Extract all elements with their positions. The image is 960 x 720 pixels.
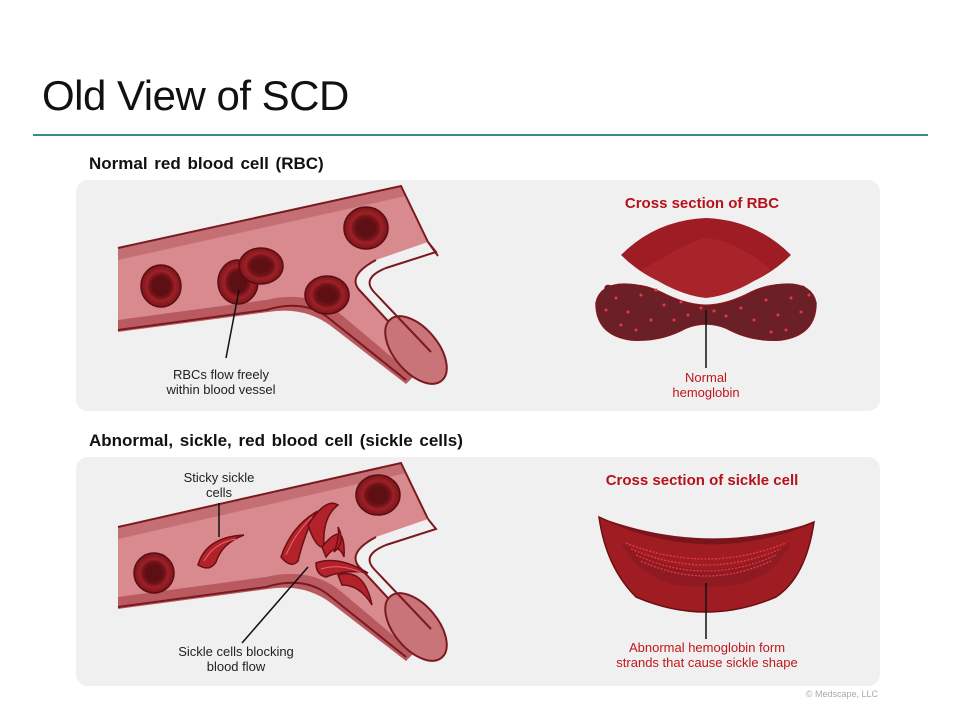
sickle-cell (337, 572, 373, 606)
sickle-highlight (203, 516, 363, 574)
vessel-label: RBCs flow freely within blood vessel (146, 367, 296, 397)
normal-panel: RBCs flow freely within blood vessel Cro… (76, 180, 880, 411)
blocking-label: Sickle cells blocking blood flow (154, 644, 318, 674)
sickle-cross-section-title: Cross section of sickle cell (605, 472, 799, 489)
abnormal-hemoglobin-line2: strands that cause sickle shape (616, 655, 798, 670)
blocking-label-leader (241, 566, 309, 644)
normal-hemoglobin-line1: Normal (685, 370, 727, 385)
rbc-center (152, 276, 170, 296)
rbc-cross-section (595, 218, 817, 341)
normal-rbc-group (140, 206, 389, 315)
normal-hemoglobin-label: Normal hemoglobin (636, 370, 776, 400)
sickle-blood-vessel (117, 461, 448, 662)
normal-hemoglobin-dots (604, 288, 811, 334)
normal-illustration (117, 184, 817, 385)
sickle-cell (315, 559, 369, 578)
abnormal-hemoglobin-strands (625, 542, 787, 577)
sickle-cell (197, 534, 245, 569)
vessel-label-leader (225, 289, 240, 359)
slide-title: Old View of SCD (42, 72, 349, 119)
vessel-label-line2: within blood vessel (166, 382, 276, 397)
blocking-label-line2: blood flow (206, 659, 266, 674)
sickle-panel: Sticky sickle cells Sickle cells blockin… (76, 457, 880, 686)
rbc-cross-section-title: Cross section of RBC (624, 195, 780, 212)
sticky-label-line2: cells (205, 485, 232, 500)
sickle-cell (333, 526, 342, 553)
vessel-label-line1: RBCs flow freely (172, 367, 270, 382)
copyright-notice: © Medscape, LLC (805, 689, 878, 699)
sticky-sickle-label: Sticky sickle cells (154, 470, 284, 500)
sickle-section-heading: Abnormal, sickle, red blood cell (sickle… (89, 431, 463, 450)
sickle-illustration (117, 461, 815, 662)
abnormal-hemoglobin-line1: Abnormal hemoglobin form (628, 640, 786, 655)
normal-section-heading: Normal red blood cell (RBC) (89, 154, 324, 173)
abnormal-hemoglobin-label: Abnormal hemoglobin form strands that ca… (591, 640, 823, 670)
blocking-label-line1: Sickle cells blocking (178, 644, 294, 659)
sickle-cross-section (598, 515, 815, 613)
normal-hemoglobin-line2: hemoglobin (672, 385, 740, 400)
title-divider (33, 134, 928, 136)
sticky-label-line1: Sticky sickle (183, 470, 255, 485)
sickle-cell-group (197, 502, 373, 606)
sickle-cell (307, 502, 340, 548)
